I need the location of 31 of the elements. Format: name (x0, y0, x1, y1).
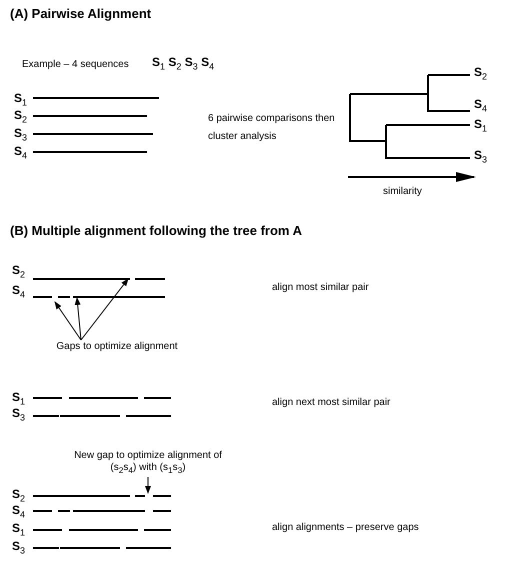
leader-line (74, 297, 82, 340)
leaf-label: S$_{2}$ (474, 66, 488, 82)
step-text: align most similar pair (272, 282, 369, 294)
leader-line (54, 301, 82, 340)
sequence-label: S$_{1}$ (14, 92, 28, 108)
sequence-label: S$_{1}$ (12, 391, 26, 408)
sequence-label: S$_{2}$ (12, 488, 26, 504)
sequence-label: S$_{3}$ (12, 407, 26, 424)
callout-text: Gaps to optimize alignment (52, 341, 182, 353)
callout-text: New gap to optimize alignment of (s$_{2}$s$_{4}$) with (s$_{1}$s$_{3}$) (68, 450, 228, 476)
leaf-label: S$_{1}$ (474, 118, 488, 134)
sequence-list: S$_{1}$ S$_{2}$ S$_{3}$ S$_{4}$ (152, 56, 214, 72)
sequence-label: S$_{3}$ (14, 127, 28, 144)
leaf-label: S$_{4}$ (474, 98, 488, 114)
sequence-label: S$_{2}$ (14, 109, 28, 126)
sequence-label: S$_{2}$ (12, 264, 26, 280)
sequence-label: S$_{4}$ (14, 145, 28, 162)
axis-label: similarity (383, 186, 422, 198)
heading: (A) Pairwise Alignment (10, 8, 152, 20)
sequence-label: S$_{3}$ (12, 540, 26, 556)
description-text: 6 pairwise comparisons then cluster analysis (208, 112, 336, 144)
leader-line (145, 476, 151, 494)
leaf-label: S$_{3}$ (474, 149, 488, 166)
example-text: Example – 4 sequences (22, 59, 129, 71)
sequence-label: S$_{1}$ (12, 522, 26, 538)
heading: (B) Multiple alignment following the tree from A (10, 225, 302, 237)
sequence-label: S$_{4}$ (12, 284, 26, 300)
step-text: align next most similar pair (272, 397, 390, 409)
leader-line (80, 278, 129, 340)
sequence-label: S$_{4}$ (12, 504, 26, 520)
step-text: align alignments – preserve gaps (272, 522, 419, 534)
